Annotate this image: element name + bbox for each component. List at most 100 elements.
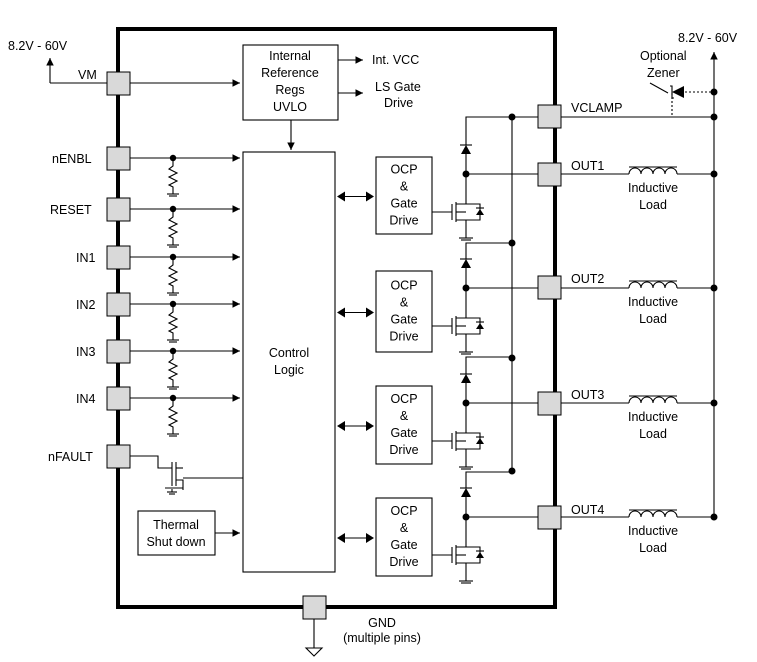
pin-out4-label: OUT4 (571, 503, 604, 517)
ocp-label: OCP (390, 392, 417, 406)
pin-out4 (537, 505, 562, 530)
pin-gnd (302, 595, 327, 620)
pulldown-resistor (167, 209, 179, 245)
ocp-label: & (400, 296, 409, 310)
gnd-label: GND (368, 616, 396, 630)
inductor-coil (628, 510, 678, 518)
ocp-label: Drive (389, 555, 418, 569)
pin-in4-label: IN4 (76, 392, 96, 406)
ls-gate-drive-line-2: Drive (384, 96, 413, 110)
control-logic-line-1: Control (269, 346, 309, 360)
ocp-gate-drive-box (375, 156, 433, 235)
ocp-gate-drive-box (375, 270, 433, 353)
ocp-label: OCP (390, 163, 417, 177)
thermal-shutdown-box (137, 510, 216, 556)
pin-in2 (106, 292, 131, 317)
pin-nenbl (106, 146, 131, 171)
right-supply: 8.2V - 60V Optional Zener (561, 31, 738, 517)
pin-vclamp-label: VCLAMP (571, 101, 622, 115)
output-channels: OCP&GateDriveOCP&GateDriveOCP&GateDriveO… (337, 113, 538, 584)
ocp-label: Gate (390, 313, 417, 327)
inductive-load-label: Inductive (628, 410, 678, 424)
ocp-label: & (400, 409, 409, 423)
thermal-block: Thermal Shut down (137, 510, 240, 556)
pin-in3 (106, 339, 131, 364)
inductor-coil (628, 167, 678, 175)
pulldown-resistor (167, 304, 179, 340)
control-logic: Control Logic (242, 151, 336, 573)
ocp-gate-drive-box (375, 385, 433, 465)
inductive-load-label: Inductive (628, 524, 678, 538)
pin-in3-label: IN3 (76, 345, 96, 359)
reference-block: Internal Reference Regs UVLO Int. VCC LS… (130, 44, 421, 150)
left-supply: 8.2V - 60V (8, 39, 107, 84)
inductive-loads: InductiveLoadInductiveLoadInductiveLoadI… (561, 166, 718, 555)
inductive-load-label: Load (639, 312, 667, 326)
ref-line-4: UVLO (273, 100, 307, 114)
ocp-label: Drive (389, 443, 418, 457)
ref-line-1: Internal (269, 49, 311, 63)
pin-out3 (537, 391, 562, 416)
ref-line-3: Regs (275, 83, 304, 97)
inductive-load-label: Load (639, 198, 667, 212)
optional-zener-line-2: Zener (647, 66, 680, 80)
pin-vclamp (537, 104, 562, 129)
inductive-load-label: Load (639, 541, 667, 555)
pin-in1-label: IN1 (76, 251, 96, 265)
left-supply-label: 8.2V - 60V (8, 39, 68, 53)
ocp-label: OCP (390, 504, 417, 518)
ocp-label: Gate (390, 197, 417, 211)
pulldown-resistor (167, 398, 179, 434)
ocp-label: Gate (390, 538, 417, 552)
control-logic-line-2: Logic (274, 363, 304, 377)
ref-line-2: Reference (261, 66, 319, 80)
chip-outline (116, 27, 557, 609)
pulldown-resistor (167, 158, 179, 194)
right-supply-label: 8.2V - 60V (678, 31, 738, 45)
left-pins: VM nENBL RESET IN1 IN2 IN3 IN4 nFAULT (48, 68, 131, 469)
pin-vm-label: VM (78, 68, 97, 82)
pin-in4 (106, 386, 131, 411)
ocp-label: Gate (390, 426, 417, 440)
inductor-coil (628, 281, 678, 289)
vclamp-bus (508, 113, 538, 475)
pin-out1-label: OUT1 (571, 159, 604, 173)
pin-vm (106, 71, 131, 96)
pin-nfault (106, 444, 131, 469)
ocp-label: OCP (390, 279, 417, 293)
optional-zener-line-1: Optional (640, 49, 687, 63)
thermal-line-1: Thermal (153, 518, 199, 532)
gnd-sub-label: (multiple pins) (343, 631, 421, 645)
pin-out2 (537, 275, 562, 300)
pin-out1 (537, 162, 562, 187)
control-logic-box (242, 151, 336, 573)
pin-out3-label: OUT3 (571, 388, 604, 402)
pin-nfault-label: nFAULT (48, 450, 93, 464)
right-pins: VCLAMP OUT1 OUT2 OUT3 OUT4 (537, 101, 622, 530)
pulldown-resistor (167, 351, 179, 387)
input-lines (130, 154, 240, 437)
inductive-load-label: Inductive (628, 181, 678, 195)
pin-nenbl-label: nENBL (52, 152, 92, 166)
ocp-label: Drive (389, 330, 418, 344)
pin-reset-label: RESET (50, 203, 92, 217)
internal-reference-box (242, 44, 339, 121)
pin-in2-label: IN2 (76, 298, 96, 312)
inductor-coil (628, 396, 678, 404)
pin-reset (106, 197, 131, 222)
ocp-label: Drive (389, 214, 418, 228)
pin-in1 (106, 245, 131, 270)
inductive-load-label: Inductive (628, 295, 678, 309)
nfault-driver (130, 455, 243, 495)
thermal-line-2: Shut down (146, 535, 205, 549)
ocp-label: & (400, 521, 409, 535)
